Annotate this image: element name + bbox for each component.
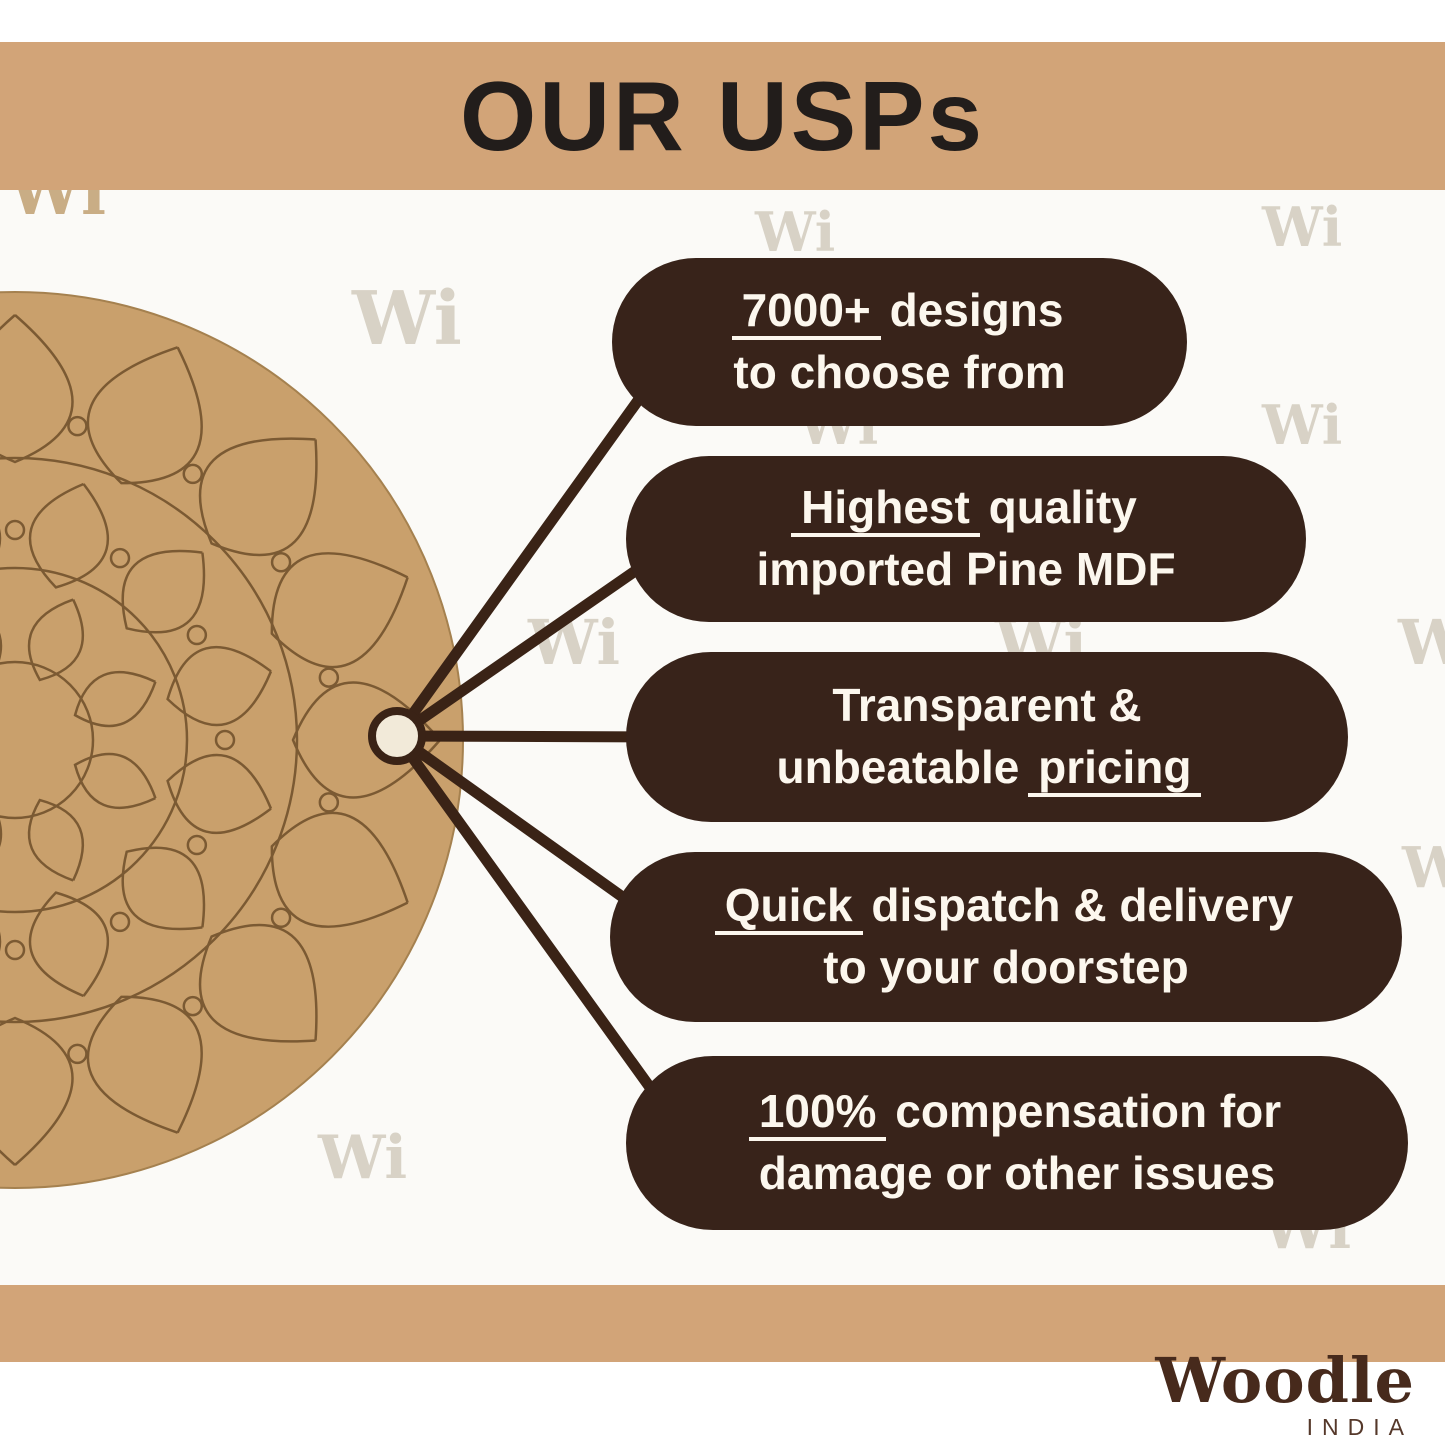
brand-logo: Woodle INDIA <box>1155 1348 1415 1441</box>
usp-line: to your doorstep <box>823 941 1189 993</box>
watermark: Wi <box>1262 393 1343 457</box>
usp-line: 7000+ designs <box>731 280 1063 342</box>
watermark: Wi <box>1398 606 1445 679</box>
usp-line: Quick dispatch & delivery <box>714 875 1293 937</box>
usp-line: unbeatable pricing <box>777 737 1202 799</box>
watermark: Wi <box>528 606 621 679</box>
usp-line: Transparent & <box>832 679 1142 732</box>
page-title: OUR USPs <box>459 61 985 171</box>
bottom-band <box>0 1285 1445 1362</box>
usp-pill-pricing: Transparent & unbeatable pricing <box>626 652 1348 822</box>
usp-pill-compensation: 100% compensation for damage or other is… <box>626 1056 1408 1230</box>
usp-line: damage or other issues <box>758 1147 1276 1199</box>
watermark: Wi <box>1262 195 1343 259</box>
watermark: Wi <box>755 200 836 264</box>
usp-line: 100% compensation for <box>748 1081 1281 1143</box>
brand-wordmark: Woodle <box>1155 1343 1415 1417</box>
usp-pill-designs: 7000+ designs to choose from <box>612 258 1187 426</box>
usp-line: Highest quality <box>791 477 1137 539</box>
usp-pill-dispatch: Quick dispatch & delivery to your doorst… <box>610 852 1402 1022</box>
mandala-line-art <box>0 313 442 1167</box>
watermark: Wi <box>1402 835 1445 901</box>
bottom-white-strip <box>0 1362 1445 1445</box>
usp-line: to choose from <box>733 346 1066 398</box>
usp-pill-quality: Highest quality imported Pine MDF <box>626 456 1306 622</box>
top-band: OUR USPs <box>0 42 1445 190</box>
top-white-strip <box>0 0 1445 42</box>
hub-dot <box>368 707 426 765</box>
usp-line: imported Pine MDF <box>756 543 1176 595</box>
brand-country: INDIA <box>1306 1414 1413 1440</box>
